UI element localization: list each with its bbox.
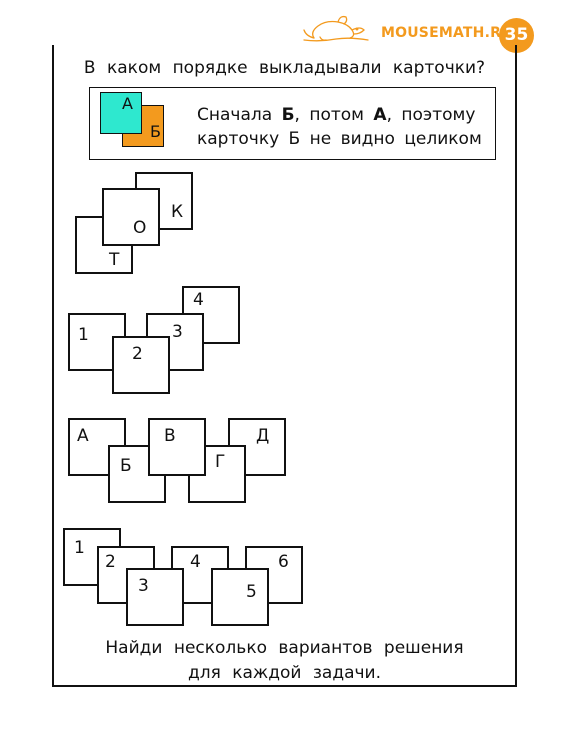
mouse-logo-icon: [303, 15, 369, 42]
card-label: Д: [256, 426, 270, 446]
footer-line-1: Найди несколько вариантов решения: [105, 638, 464, 658]
card-label: В: [164, 426, 176, 446]
card-label: 4: [193, 290, 204, 310]
card: О: [102, 188, 160, 246]
card-label: К: [171, 202, 184, 222]
card-label: А: [77, 426, 89, 446]
card: В: [148, 418, 206, 476]
card-label: 2: [105, 552, 116, 572]
example-card-b-label: Б: [150, 122, 161, 141]
footer-instruction: Найди несколько вариантов решения для ка…: [52, 636, 517, 686]
card-label: 2: [132, 344, 143, 364]
card-label: Г: [215, 452, 226, 472]
card: 3: [126, 568, 184, 626]
question-title: В каком порядке выкладывали карточки?: [83, 58, 486, 78]
card-label: 1: [74, 538, 85, 558]
example-text-part3: , поэтому карточку Б не видно целиком: [197, 105, 482, 149]
example-text-b: Б: [281, 105, 295, 125]
example-box: Б А Сначала Б, потом А, поэтому карточку…: [89, 87, 496, 160]
card: 5: [211, 568, 269, 626]
example-text-a: А: [373, 105, 387, 125]
footer-line-2: для каждой задачи.: [188, 663, 381, 683]
page-number: 35: [499, 18, 534, 53]
example-card-a: А: [100, 92, 142, 134]
example-card-a-label: А: [122, 94, 133, 113]
card: 2: [112, 336, 170, 394]
site-brand[interactable]: MOUSEMATH.RU: [381, 25, 513, 41]
card-label: О: [133, 218, 147, 238]
card-label: Т: [109, 250, 120, 270]
example-text-part1: Сначала: [197, 105, 282, 125]
card-label: Б: [120, 456, 132, 476]
card-label: 3: [172, 322, 183, 342]
card-label: 5: [246, 582, 257, 602]
example-text-part2: , потом: [294, 105, 374, 125]
card-label: 4: [190, 552, 201, 572]
card-label: 3: [138, 576, 149, 596]
card-label: 1: [78, 325, 89, 345]
card-label: 6: [278, 552, 289, 572]
page-header: MOUSEMATH.RU 35: [0, 0, 567, 60]
example-explanation: Сначала Б, потом А, поэтому карточку Б н…: [197, 103, 493, 151]
content-frame: [52, 45, 517, 687]
